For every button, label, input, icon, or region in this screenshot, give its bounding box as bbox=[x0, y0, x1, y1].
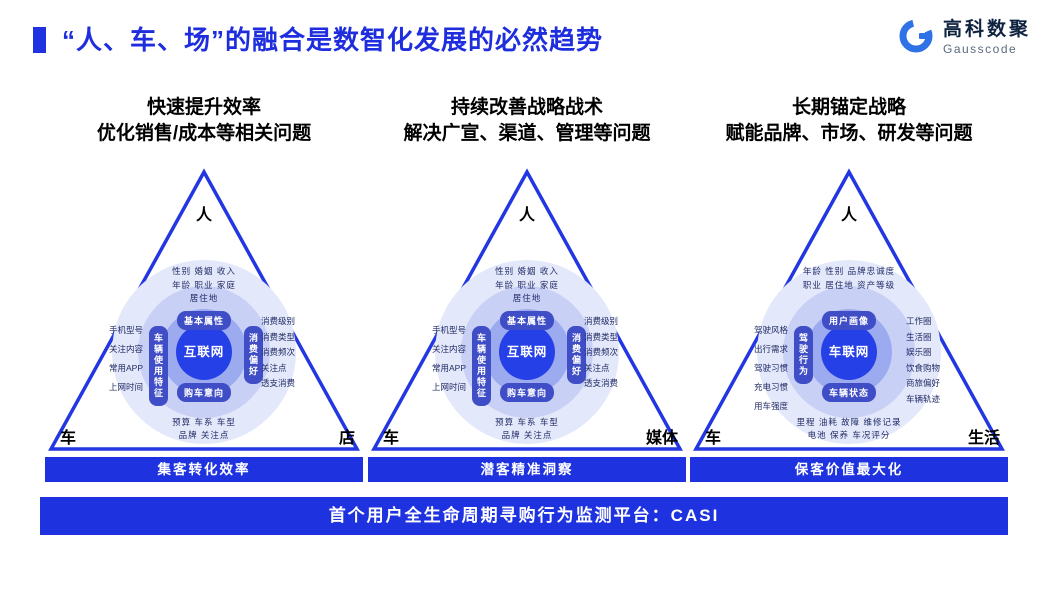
column-iov-life: 长期锚定战略 赋能品牌、市场、研发等问题 人 车 生活 车联网 用户画像 车辆状… bbox=[690, 95, 1008, 487]
ring-label-top: 基本属性 bbox=[176, 311, 232, 330]
logo-texts: 高科数聚 Gausscode bbox=[943, 14, 1031, 56]
page-title: “人、车、场”的融合是数智化发展的必然趋势 bbox=[62, 25, 604, 55]
column-heading: 长期锚定战略 赋能品牌、市场、研发等问题 bbox=[690, 95, 1008, 147]
heading-line2: 解决广宣、渠道、管理等问题 bbox=[403, 123, 651, 144]
ring-label-left: 驾驶行为 bbox=[794, 326, 813, 384]
cluster-basic-attributes: 性别 婚姻 收入 年龄 职业 家庭 居住地 bbox=[172, 266, 236, 303]
gausscode-logo-icon bbox=[899, 19, 933, 53]
ring-label-top: 用户画像 bbox=[821, 311, 877, 330]
center-circle-label: 互联网 bbox=[176, 324, 232, 380]
vertex-top-label: 人 bbox=[195, 207, 212, 224]
cluster-life-circles: 工作圈 生活圈 娱乐圈 饮食购物 商旅偏好 车辆轨迹 bbox=[906, 316, 941, 404]
ring-label-right: 消费偏好 bbox=[244, 326, 263, 384]
column-internet-store: 快速提升效率 优化销售/成本等相关问题 人 车 店 互联网 基本属性 购车意向 … bbox=[45, 95, 363, 487]
cluster-usage: 手机型号 关注内容 常用APP 上网时间 bbox=[432, 325, 467, 392]
logo-subtitle: Gausscode bbox=[942, 42, 1018, 56]
footer-banner: 首个用户全生命周期寻购行为监测平台：CASI bbox=[40, 497, 1008, 535]
ring-label-bottom: 购车意向 bbox=[499, 383, 555, 402]
heading-line2: 优化销售/成本等相关问题 bbox=[96, 123, 312, 144]
heading-line1: 长期锚定战略 bbox=[791, 97, 906, 118]
cluster-consumption: 消费级别 消费类型 消费频次 关注点 透支消费 bbox=[261, 316, 296, 388]
vertex-right-label: 店 bbox=[338, 430, 355, 447]
title-bullet bbox=[33, 27, 46, 53]
vertex-left-label: 车 bbox=[383, 430, 400, 447]
vertex-right-label: 生活 bbox=[967, 430, 1000, 447]
vertex-right-label: 媒体 bbox=[645, 430, 678, 447]
center-circle-label: 车联网 bbox=[821, 324, 877, 380]
cluster-usage: 手机型号 关注内容 常用APP 上网时间 bbox=[109, 325, 144, 392]
ring-label-bottom: 车辆状态 bbox=[821, 383, 877, 402]
heading-line2: 赋能品牌、市场、研发等问题 bbox=[725, 123, 973, 144]
cluster-driving-behavior: 驾驶风格 出行需求 驾驶习惯 充电习惯 用车强度 bbox=[754, 325, 789, 411]
ring-label-right: 消费偏好 bbox=[567, 326, 586, 384]
cluster-purchase-intent: 预算 车系 车型 品牌 关注点 bbox=[495, 417, 559, 440]
center-circle-label: 互联网 bbox=[499, 324, 555, 380]
ring-label-top: 基本属性 bbox=[499, 311, 555, 330]
column-banner: 保客价值最大化 bbox=[690, 457, 1008, 482]
cluster-consumption: 消费级别 消费类型 消费频次 关注点 透支消费 bbox=[584, 316, 619, 388]
vertex-top-label: 人 bbox=[518, 207, 535, 224]
heading-line1: 快速提升效率 bbox=[146, 97, 261, 118]
column-banner: 潜客精准洞察 bbox=[368, 457, 686, 482]
cluster-user-profile: 年龄 性别 品牌忠诚度 职业 居住地 资产等级 bbox=[802, 266, 896, 290]
column-internet-media: 持续改善战略战术 解决广宣、渠道、管理等问题 人 车 媒体 互联网 基本属性 购… bbox=[368, 95, 686, 487]
vertex-left-label: 车 bbox=[705, 430, 722, 447]
ring-label-left: 车辆使用特征 bbox=[149, 326, 168, 406]
logo-name: 高科数聚 bbox=[942, 19, 1031, 40]
vertex-left-label: 车 bbox=[60, 430, 77, 447]
ring-label-bottom: 购车意向 bbox=[176, 383, 232, 402]
column-heading: 快速提升效率 优化销售/成本等相关问题 bbox=[45, 95, 363, 147]
ring-label-left: 车辆使用特征 bbox=[472, 326, 491, 406]
cluster-purchase-intent: 预算 车系 车型 品牌 关注点 bbox=[172, 417, 236, 440]
column-heading: 持续改善战略战术 解决广宣、渠道、管理等问题 bbox=[368, 95, 686, 147]
heading-line1: 持续改善战略战术 bbox=[450, 97, 603, 118]
vertex-top-label: 人 bbox=[840, 207, 857, 224]
column-banner: 集客转化效率 bbox=[45, 457, 363, 482]
logo: 高科数聚 Gausscode bbox=[896, 14, 1031, 56]
cluster-basic-attributes: 性别 婚姻 收入 年龄 职业 家庭 居住地 bbox=[495, 266, 559, 303]
cluster-vehicle-status: 里程 油耗 故障 维修记录 电池 保养 车况评分 bbox=[796, 417, 902, 440]
